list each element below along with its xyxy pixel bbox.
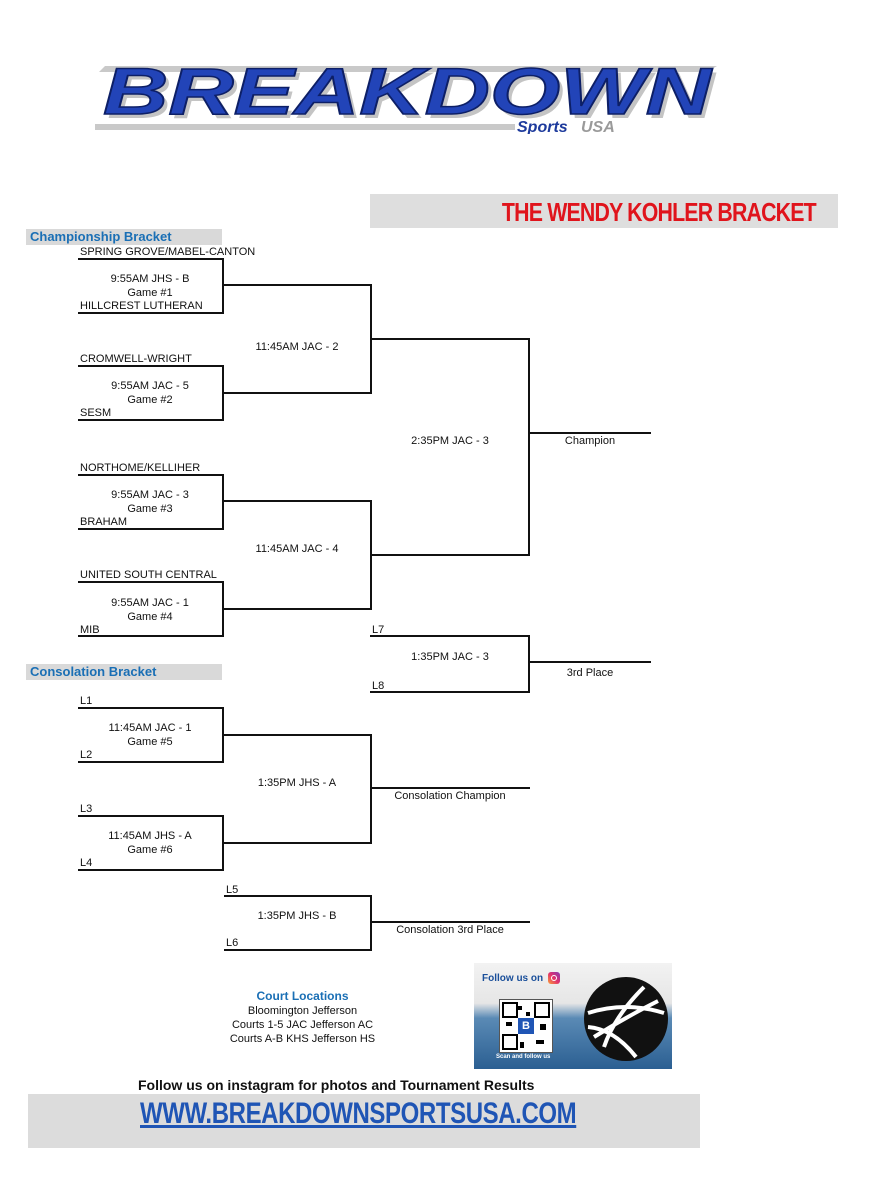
game-number: Game #4 [127,611,173,623]
logo-sub-usa: USA [581,119,615,134]
team-bottom: MIB [80,624,100,636]
team-top: CROMWELL-WRIGHT [80,353,192,365]
team-bottom: SESM [80,407,112,419]
promo-scan-text: Scan and follow us [496,1054,551,1060]
logo-shadow-text: BREAKDOWN [107,62,717,132]
team-top: L1 [80,695,93,707]
semifinal-time: 11:45AM JAC - 4 [255,543,339,555]
footer-follow-text: Follow us on instagram for photos and To… [138,1077,535,1093]
third-place-time: 1:35PM JAC - 3 [411,651,489,663]
team-top: NORTHOME/KELLIHER [80,462,201,474]
logo-main-text: BREAKDOWN [103,62,713,128]
court-line-1: Bloomington Jefferson [247,1005,358,1017]
team-top: L7 [372,624,385,636]
game-time: 9:55AM JAC - 3 [111,489,189,501]
game-number: Game #5 [127,736,173,748]
court-locations-title: Court Locations [256,989,349,1003]
basketball-icon [584,977,668,1061]
game-time: 11:45AM JAC - 1 [108,722,192,734]
game-time: 11:45AM JHS - A [108,830,192,842]
team-bottom: L2 [80,749,93,761]
consolation-champion-label: Consolation Champion [394,790,506,802]
court-line-2: Courts 1-5 JAC Jefferson AC [231,1019,374,1031]
team-top: L3 [80,803,93,815]
consolation-final-time: 1:35PM JHS - A [257,777,337,789]
logo-sub-sports: Sports [517,119,568,134]
champion-label: Champion [564,435,616,447]
third-place-label: 3rd Place [566,667,614,679]
game-time: 9:55AM JHS - B [110,273,190,285]
title-bar: THE WENDY KOHLER BRACKET [370,194,838,228]
team-bottom: BRAHAM [80,516,128,528]
instagram-icon [548,972,560,984]
team-top: SPRING GROVE/MABEL-CANTON [80,246,256,258]
footer-bar [28,1094,700,1148]
promo-follow-text: Follow us on [482,973,544,984]
instagram-promo[interactable]: Follow us on B Scan and follow us [474,963,672,1069]
team-top: UNITED SOUTH CENTRAL [80,569,217,581]
logo-graphic: BREAKDOWN BREAKDOWN Sports USA [95,53,717,136]
qr-logo: B [518,1018,534,1034]
game-number: Game #2 [127,394,173,406]
consolation-third-label: Consolation 3rd Place [396,924,504,936]
consolation-third-time: 1:35PM JHS - B [257,910,337,922]
final-time: 2:35PM JAC - 3 [411,435,489,447]
team-bottom: L6 [226,937,239,949]
consolation-bracket-label: Consolation Bracket [26,664,222,680]
court-line-3: Courts A-B KHS Jefferson HS [229,1033,376,1045]
website-link[interactable]: WWW.BREAKDOWNSPORTSUSA.COM [140,1097,577,1130]
game-number: Game #3 [127,503,173,515]
game-number: Game #1 [127,287,173,299]
team-bottom: HILLCREST LUTHERAN [80,300,203,312]
championship-bracket-label: Championship Bracket [26,229,222,245]
game-time: 9:55AM JAC - 5 [111,380,189,392]
breakdown-logo: BREAKDOWN BREAKDOWN Sports USA [95,53,725,136]
team-top: L5 [226,884,239,896]
bracket-title: THE WENDY KOHLER BRACKET [502,197,817,227]
team-bottom: L4 [80,857,93,869]
team-bottom: L8 [372,680,385,692]
game-time: 9:55AM JAC - 1 [111,597,189,609]
game-number: Game #6 [127,844,173,856]
qr-code-icon: B [499,999,553,1053]
semifinal-time: 11:45AM JAC - 2 [255,341,339,353]
